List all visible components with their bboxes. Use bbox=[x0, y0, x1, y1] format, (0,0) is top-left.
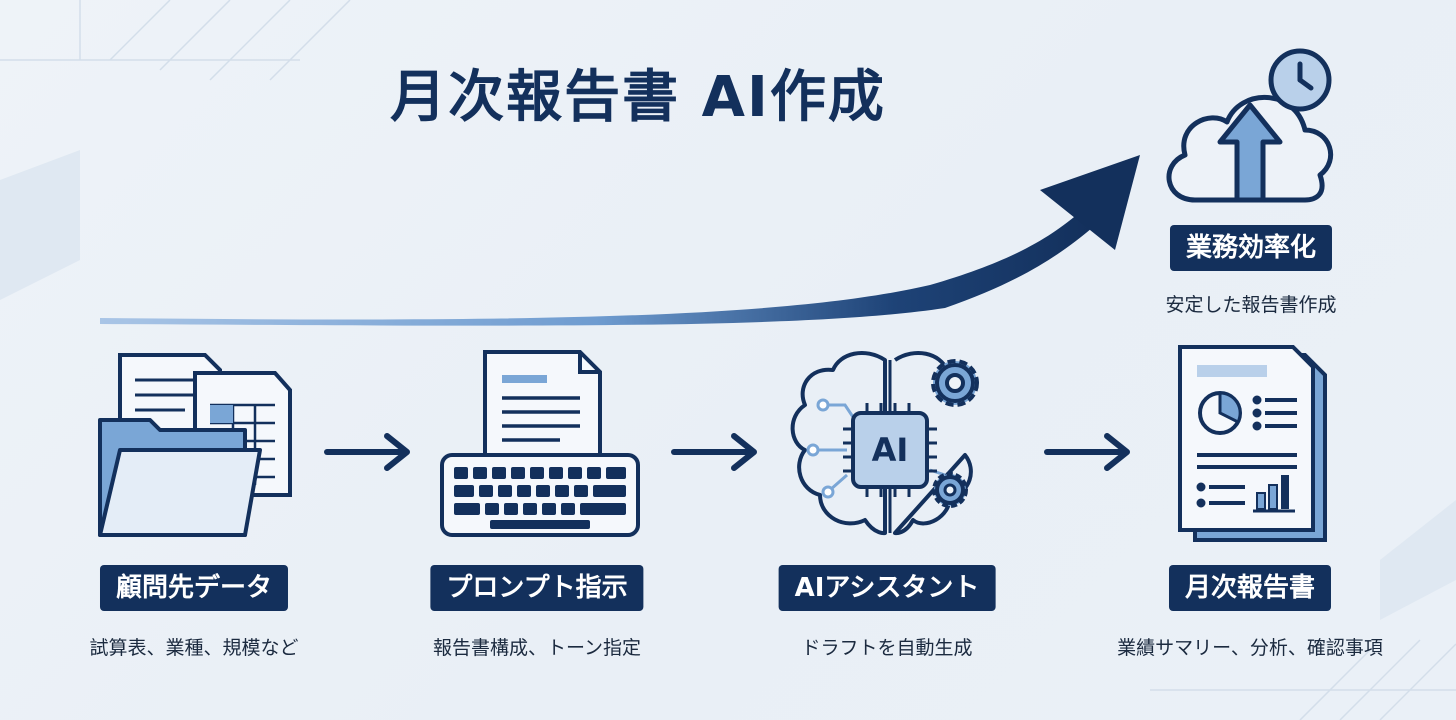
step-caption: 業績サマリー、分析、確認事項 bbox=[1117, 637, 1383, 659]
step-caption: ドラフトを自動生成 bbox=[801, 637, 973, 659]
gear-icon bbox=[932, 472, 968, 508]
pie-chart-icon bbox=[1198, 391, 1242, 435]
step-label: 顧問先データ bbox=[99, 565, 289, 611]
bar-chart-icon bbox=[1253, 475, 1295, 513]
document-keyboard-icon bbox=[440, 350, 640, 544]
ai-brain-icon: AI bbox=[785, 345, 995, 549]
step-caption: 報告書構成、トーン指定 bbox=[432, 637, 642, 659]
cloud-upload-clock-icon bbox=[1155, 48, 1345, 214]
goal-caption: 安定した報告書作成 bbox=[1165, 294, 1337, 316]
step-label: 月次報告書 bbox=[1168, 565, 1332, 611]
step-label: AIアシスタント bbox=[778, 565, 996, 611]
step-caption: 試算表、業種、規模など bbox=[89, 637, 299, 659]
folder-documents-icon bbox=[95, 345, 295, 549]
gear-icon bbox=[931, 359, 979, 407]
arrow-right-icon bbox=[324, 433, 410, 471]
goal-label: 業務効率化 bbox=[1169, 225, 1333, 271]
report-document-icon bbox=[1175, 345, 1335, 549]
arrow-right-icon bbox=[671, 433, 757, 471]
step-label: プロンプト指示 bbox=[430, 565, 644, 611]
arrow-right-icon bbox=[1044, 433, 1130, 471]
ai-chip-label: AI bbox=[872, 431, 909, 469]
page-title: 月次報告書 AI作成 bbox=[390, 65, 886, 130]
